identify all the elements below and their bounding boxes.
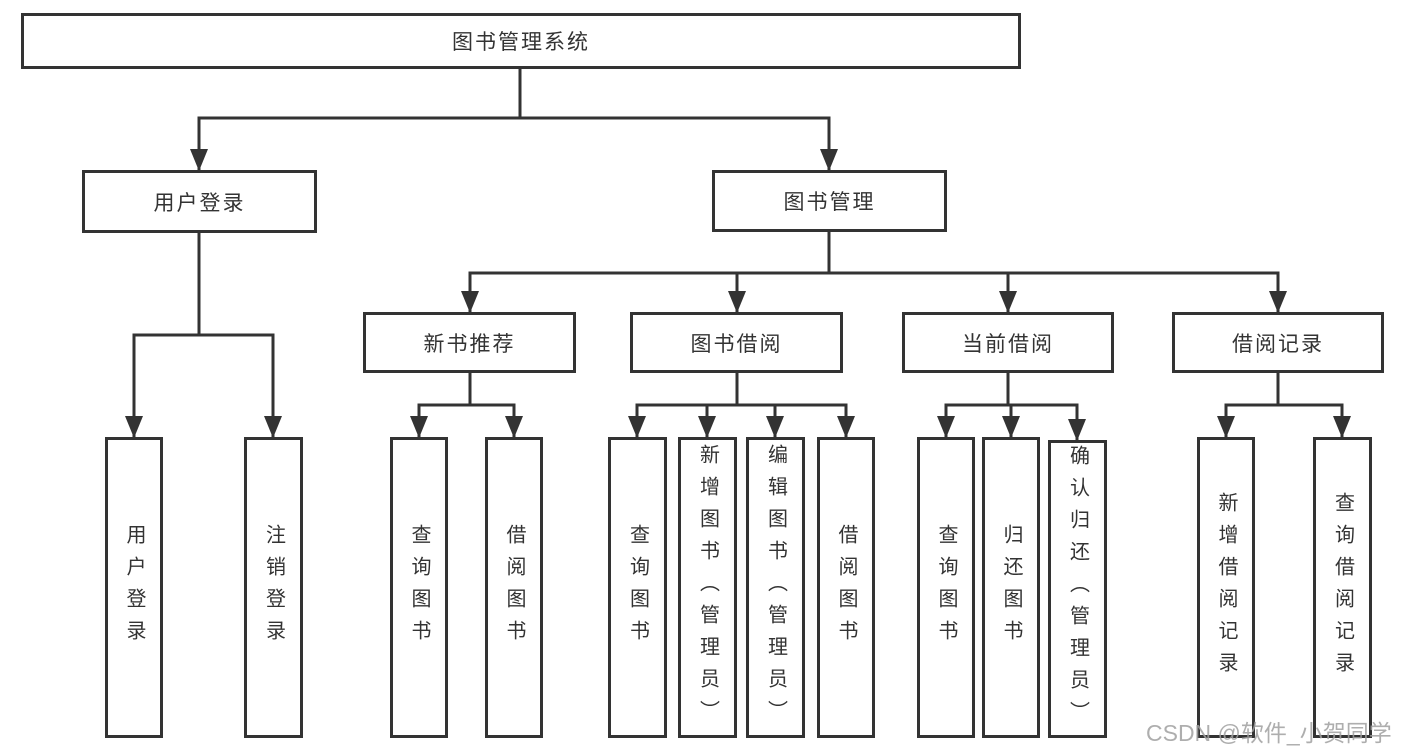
node-book-management: 图书管理 (712, 170, 947, 232)
node-current-borrow: 当前借阅 (902, 312, 1114, 373)
leaf-label: 查询借阅记录 (1331, 491, 1354, 684)
leaf-label: 查询图书 (408, 523, 430, 652)
node-book-borrow: 图书借阅 (630, 312, 843, 373)
leaf-return-books: 归还图书 (982, 437, 1040, 738)
node-user-login-label: 用户登录 (153, 191, 246, 215)
leaf-confirm-return-admin: 确认归还（管理员） (1048, 440, 1107, 738)
leaf-borrow-books-1: 借阅图书 (485, 437, 543, 738)
leaf-add-books-admin: 新增图书（管理员） (678, 437, 737, 738)
leaf-label: 查询图书 (935, 523, 957, 652)
leaf-label: 确认归还（管理员） (1066, 445, 1089, 733)
leaf-label: 注销登录 (262, 523, 285, 652)
leaf-borrow-books-2: 借阅图书 (817, 437, 875, 738)
node-book-management-label: 图书管理 (783, 191, 876, 214)
node-root-label: 图书管理系统 (452, 31, 590, 54)
leaf-label: 新增借阅记录 (1215, 491, 1237, 684)
leaf-query-books-2: 查询图书 (608, 437, 667, 738)
leaf-label: 归还图书 (1000, 523, 1022, 652)
watermark: CSDN @软件_小贺同学 (1146, 720, 1392, 746)
node-book-borrow-label: 图书借阅 (690, 332, 783, 356)
node-borrow-record: 借阅记录 (1172, 312, 1384, 373)
leaf-label: 查询图书 (626, 523, 649, 652)
leaf-add-borrow-record: 新增借阅记录 (1197, 437, 1255, 738)
leaf-label: 新增图书（管理员） (696, 443, 719, 732)
node-root: 图书管理系统 (21, 13, 1021, 69)
leaf-query-borrow-record: 查询借阅记录 (1313, 437, 1372, 738)
node-user-login: 用户登录 (82, 170, 317, 233)
leaf-label: 借阅图书 (503, 523, 525, 652)
leaf-logout: 注销登录 (244, 437, 303, 738)
leaf-user-login: 用户登录 (105, 437, 163, 738)
node-borrow-record-label: 借阅记录 (1232, 332, 1324, 356)
leaf-query-books-3: 查询图书 (917, 437, 975, 738)
leaf-label: 用户登录 (123, 523, 145, 652)
leaf-label: 编辑图书（管理员） (764, 443, 787, 732)
node-current-borrow-label: 当前借阅 (962, 332, 1054, 356)
leaf-label: 借阅图书 (835, 523, 857, 652)
node-new-book-recommend: 新书推荐 (363, 312, 576, 373)
leaf-edit-books-admin: 编辑图书（管理员） (746, 437, 805, 738)
leaf-query-books-1: 查询图书 (390, 437, 448, 738)
node-new-book-recommend-label: 新书推荐 (423, 332, 516, 356)
